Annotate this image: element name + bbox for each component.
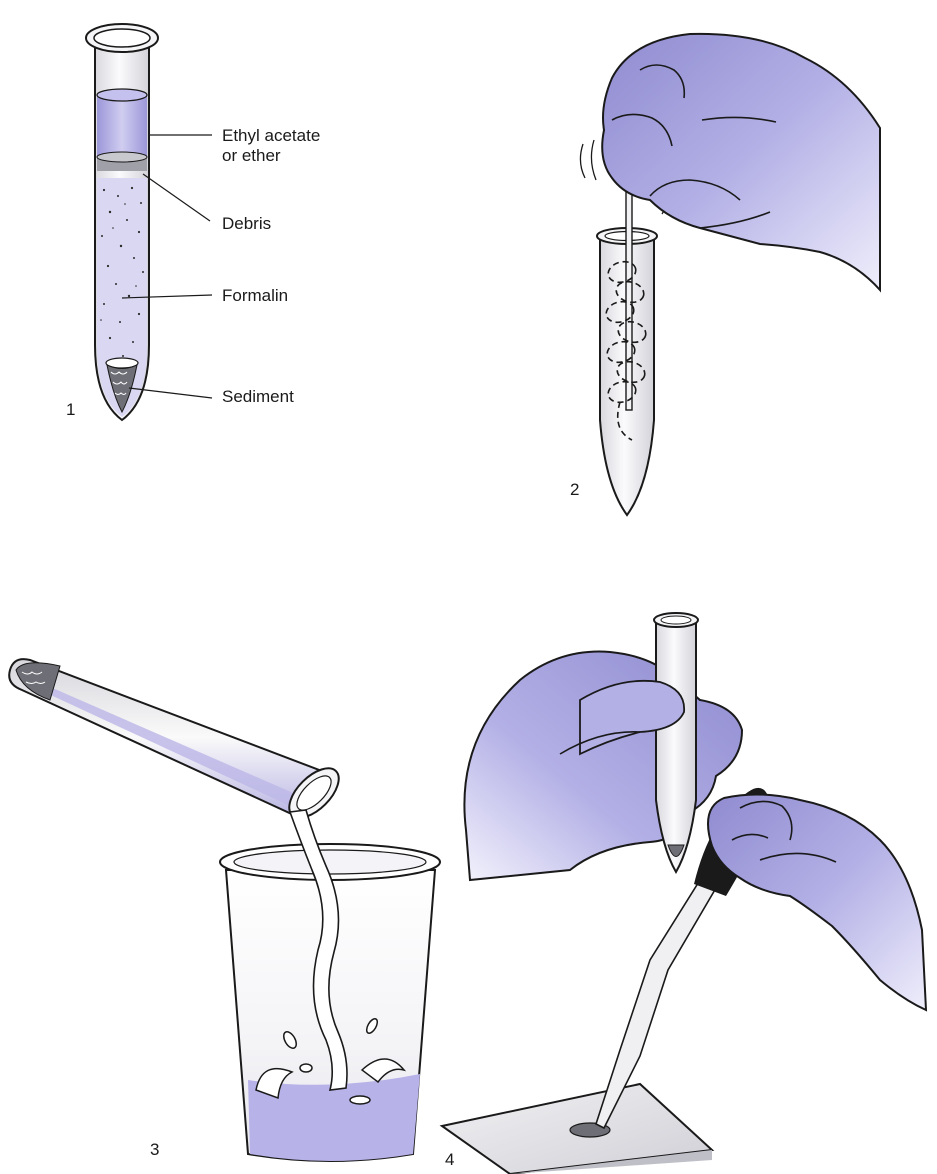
label-ethyl-line2: or ether (222, 146, 320, 166)
step-number-1: 1 (66, 400, 75, 420)
step-number-3: 3 (150, 1140, 159, 1160)
label-ethyl-line1: Ethyl acetate (222, 126, 320, 146)
step1-tube (86, 24, 212, 420)
step2-stirring (580, 34, 880, 515)
label-debris: Debris (222, 214, 271, 234)
label-ethyl-acetate: Ethyl acetate or ether (222, 126, 320, 166)
step-number-2: 2 (570, 480, 579, 500)
step-number-4: 4 (445, 1150, 454, 1170)
label-formalin: Formalin (222, 286, 288, 306)
step4-pipetting (442, 613, 926, 1174)
label-sediment: Sediment (222, 387, 294, 407)
step3-decanting (9, 659, 440, 1161)
